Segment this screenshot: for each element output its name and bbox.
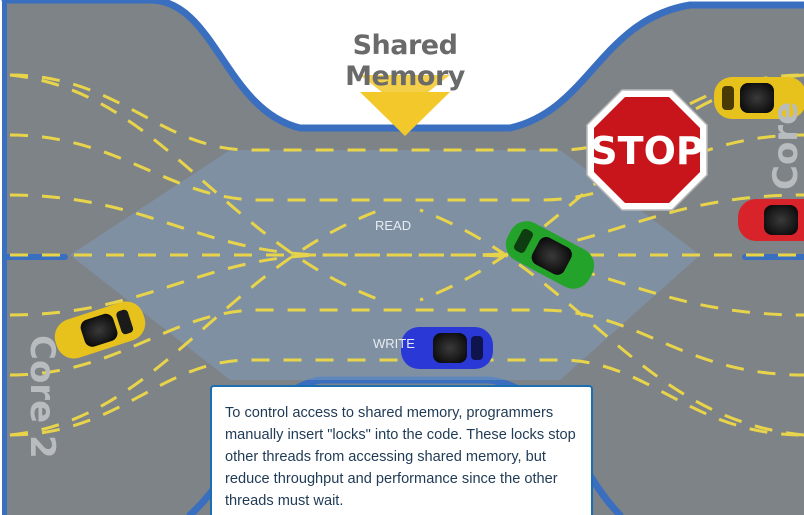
lane-label-left: Core 2 [22, 335, 62, 459]
yellow-car-right [714, 77, 804, 119]
stop-sign: STOP [586, 89, 708, 211]
caption-box: To control access to shared memory, prog… [210, 385, 593, 515]
stop-sign-text: STOP [590, 129, 703, 173]
blue-car [401, 327, 493, 369]
down-arrow-icon [360, 75, 450, 136]
shared-memory-zone [70, 150, 700, 380]
write-zone-label: WRITE [373, 336, 415, 351]
lane-label-right: Core [766, 101, 804, 190]
left-road-border [2, 0, 7, 515]
yellow-car-left [54, 301, 146, 359]
diagram-title: Shared Memory [345, 30, 465, 92]
road-edge-top [1, 0, 804, 132]
caption-text: To control access to shared memory, prog… [225, 405, 576, 509]
green-car [505, 221, 595, 289]
read-zone-label: READ [375, 218, 412, 233]
red-car [738, 199, 804, 241]
